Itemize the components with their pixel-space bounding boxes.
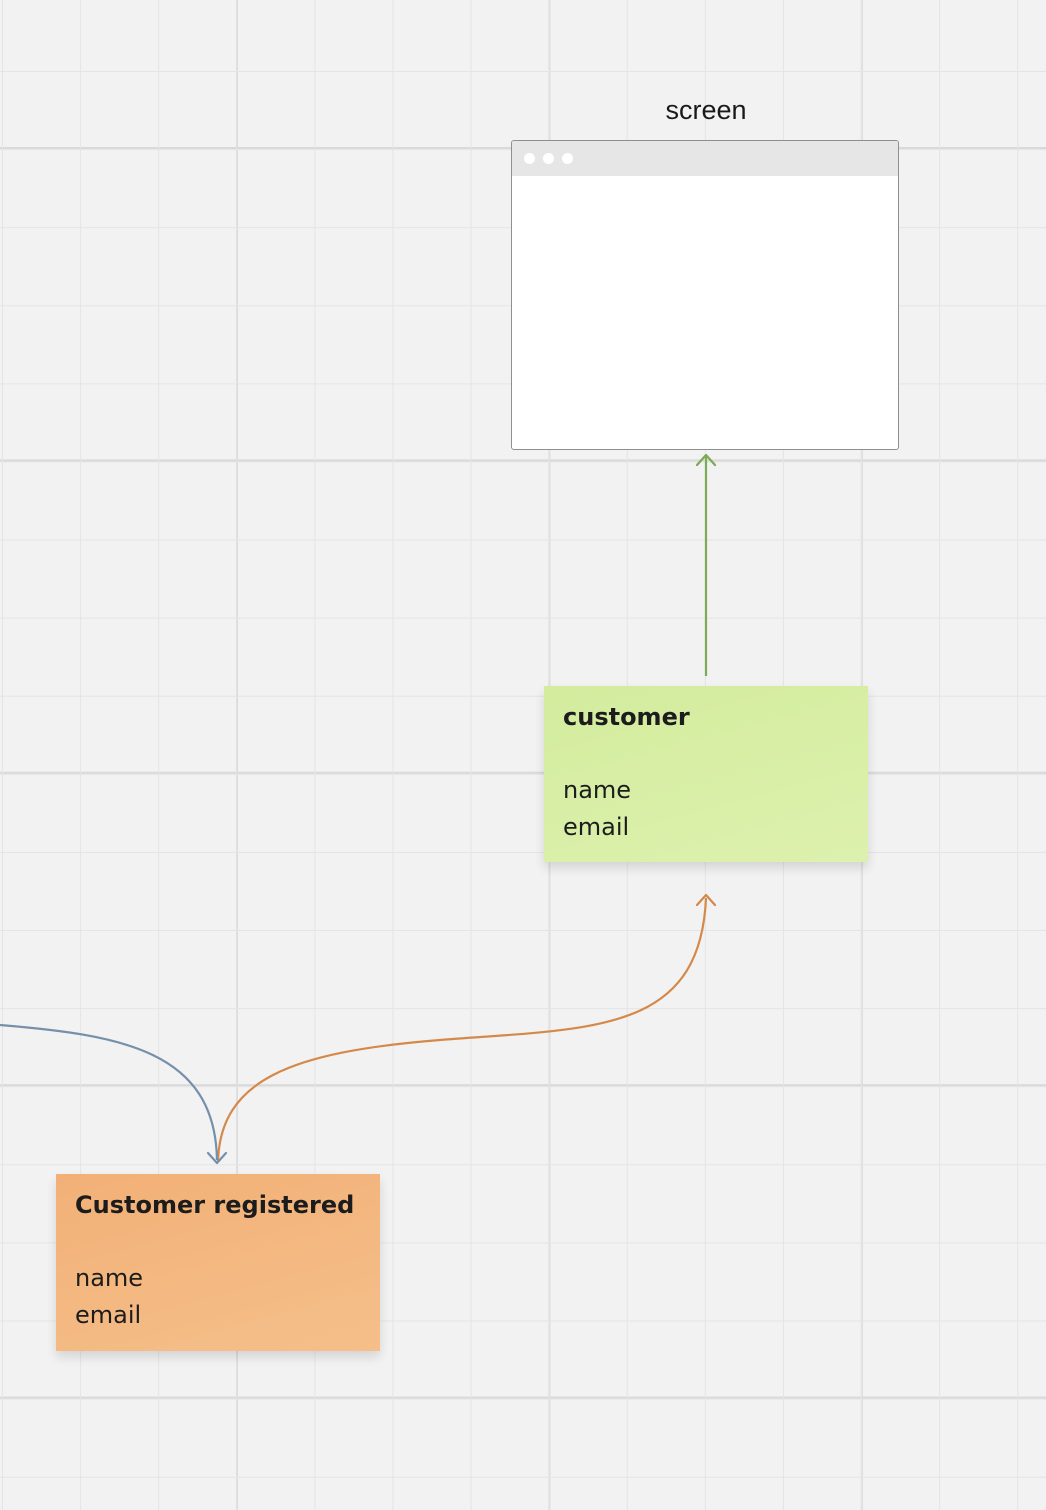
- sticky-note-customer[interactable]: customer name email: [544, 686, 868, 862]
- sticky-field: email: [75, 1301, 142, 1329]
- window-dot-icon: [524, 153, 535, 164]
- window-dot-icon: [543, 153, 554, 164]
- arrowhead-icon: [206, 1151, 228, 1165]
- arrowhead-icon: [695, 893, 717, 907]
- sticky-title: customer: [563, 703, 690, 731]
- window-title-bar: [512, 141, 898, 176]
- arrowhead-icon: [695, 453, 717, 467]
- connector-event-to-customer[interactable]: [216, 893, 717, 1163]
- window-dot-icon: [562, 153, 573, 164]
- sticky-field: name: [75, 1264, 144, 1292]
- screen-wireframe[interactable]: [511, 140, 899, 450]
- connector-customer-to-screen[interactable]: [695, 453, 717, 676]
- sticky-field: name: [563, 776, 632, 804]
- screen-label: screen: [665, 95, 747, 125]
- sticky-field: email: [563, 813, 630, 841]
- connector-incoming-to-event[interactable]: [0, 1023, 228, 1165]
- sticky-note-customer-registered[interactable]: Customer registered name email: [56, 1174, 380, 1351]
- sticky-title: Customer registered: [75, 1191, 355, 1219]
